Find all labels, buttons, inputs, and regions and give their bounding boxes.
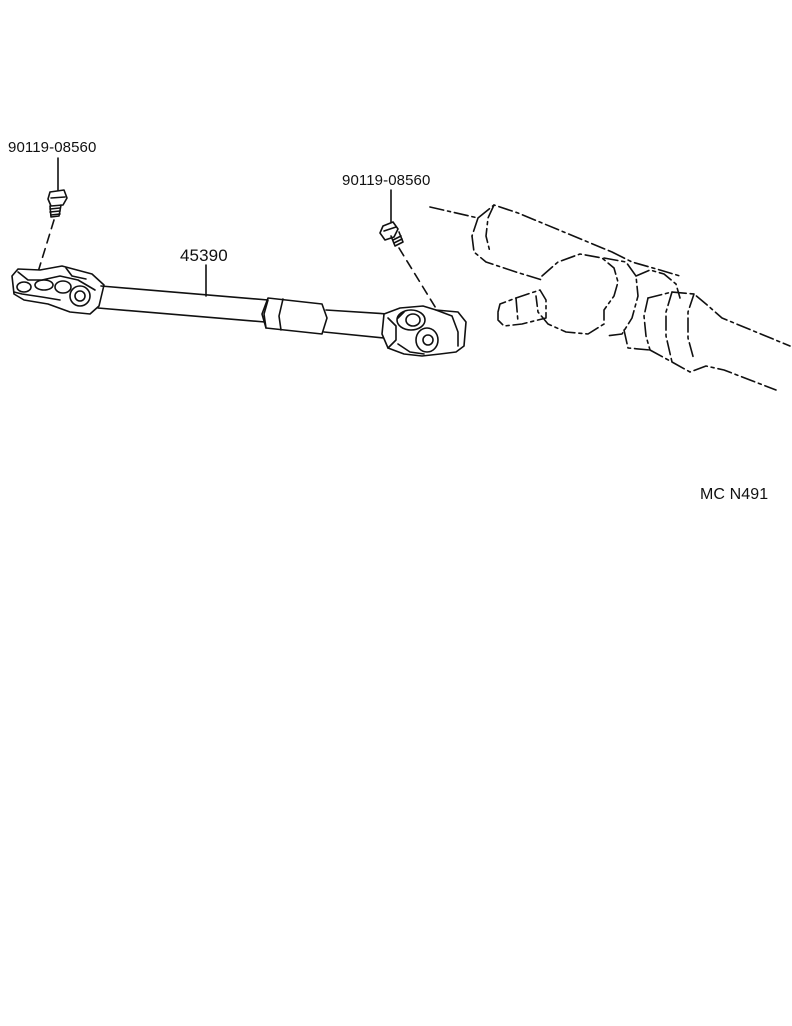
part-number-shaft: 45390: [180, 246, 228, 265]
steering-gear-phantom-icon: [429, 204, 791, 391]
diagram-code: MC N491: [700, 486, 769, 503]
bolt-right-icon: [379, 221, 404, 247]
part-number-bolt-right: 90119-08560: [342, 172, 431, 189]
bolt-left-icon: [47, 189, 68, 218]
bolt-right-dashed-guide: [398, 247, 438, 311]
part-number-bolt-left: 90119-08560: [8, 139, 97, 156]
bolt-left-dashed-guide: [37, 219, 55, 273]
intermediate-shaft-icon: [11, 265, 467, 357]
leader-lines: [57, 157, 392, 297]
